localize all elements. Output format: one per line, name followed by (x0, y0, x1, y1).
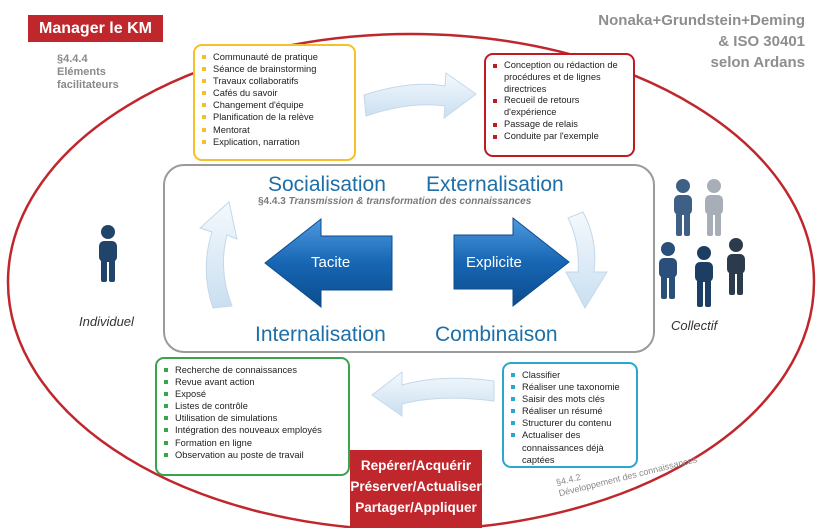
quadrant-externalisation: Externalisation (426, 173, 564, 196)
transmission-caption: §4.4.3 Transmission & transformation des… (258, 196, 531, 207)
list-item: Mentorat (201, 124, 348, 136)
explicit-arrow (453, 216, 570, 308)
transmission-section: §4.4.3 (258, 196, 286, 207)
list-item: Recueil de retours d'expérience (492, 95, 627, 119)
person-individual-icon (99, 225, 117, 282)
cycle-line: Partager/Appliquer (355, 500, 477, 515)
externalisation-practices-box: Conception ou rédaction de procédures et… (484, 53, 635, 157)
model-title-line: selon Ardans (710, 54, 805, 71)
list-item: Cafés du savoir (201, 87, 348, 99)
cycle-arrow-bottom (371, 370, 495, 417)
list-item: Listes de contrôle (163, 400, 342, 412)
list-item: Séance de brainstorming (201, 63, 348, 75)
list-item: Structurer du contenu (510, 417, 630, 429)
manager-km-badge: Manager le KM (28, 15, 163, 42)
list-item: Planification de la relève (201, 111, 348, 123)
cycle-line: Repérer/Acquérir (360, 458, 472, 473)
transmission-text: Transmission & transformation des connai… (288, 196, 532, 207)
list-item: Réaliser un résumé (510, 405, 630, 417)
list-item: Classifier (510, 369, 630, 381)
outer-ellipse (6, 32, 816, 528)
facilitators-note: §4.4.4 Eléments facilitateurs (57, 53, 119, 92)
collective-label: Collectif (671, 318, 718, 333)
list-item: Recherche de connaissances (163, 364, 342, 376)
list-item: Exposé (163, 388, 342, 400)
internalisation-practices-box: Recherche de connaissances Revue avant a… (155, 357, 350, 476)
model-title-line: Nonaka+Grundstein+Deming (598, 12, 805, 29)
list-item: Revue avant action (163, 376, 342, 388)
facilitators-line: §4.4.4 (57, 53, 88, 65)
quadrant-combinaison: Combinaison (435, 323, 558, 346)
center-frame (163, 164, 655, 353)
list-item: Travaux collaboratifs (201, 75, 348, 87)
person-group-icon (659, 179, 745, 307)
tacit-label: Tacite (311, 254, 351, 271)
list-item: Observation au poste de travail (163, 449, 342, 461)
cycle-arrow-right (565, 211, 608, 310)
facilitators-line: Eléments (57, 66, 106, 78)
list-item: Explication, narration (201, 136, 348, 148)
list-item: Conception ou rédaction de procédures et… (492, 60, 627, 95)
model-title: Nonaka+Grundstein+Deming & ISO 30401 sel… (565, 10, 805, 73)
explicit-label: Explicite (466, 254, 522, 271)
cycle-arrow-top (363, 72, 477, 120)
cycle-line: Préserver/Actualiser (350, 479, 482, 494)
quadrant-socialisation: Socialisation (268, 173, 386, 196)
model-title-line: & ISO 30401 (718, 33, 805, 50)
cycle-arrow-left (199, 201, 238, 309)
list-item: Formation en ligne (163, 437, 342, 449)
list-item: Passage de relais (492, 119, 627, 131)
list-item: Réaliser une taxonomie (510, 381, 630, 393)
facilitators-line: facilitateurs (57, 79, 119, 91)
list-item: Saisir des mots clés (510, 393, 630, 405)
tacit-arrow (264, 217, 393, 309)
list-item: Communauté de pratique (201, 51, 348, 63)
list-item: Conduite par l'exemple (492, 131, 627, 143)
knowledge-cycle-badge: Repérer/Acquérir Préserver/Actualiser Pa… (350, 450, 482, 528)
list-item: Intégration des nouveaux employés (163, 424, 342, 436)
socialisation-practices-box: Communauté de pratique Séance de brainst… (193, 44, 356, 161)
individual-label: Individuel (79, 314, 134, 329)
list-item: Utilisation de simulations (163, 412, 342, 424)
quadrant-internalisation: Internalisation (255, 323, 386, 346)
list-item: Actualiser des connaissances déjà captée… (510, 429, 630, 465)
combinaison-practices-box: Classifier Réaliser une taxonomie Saisir… (502, 362, 638, 468)
list-item: Changement d'équipe (201, 99, 348, 111)
